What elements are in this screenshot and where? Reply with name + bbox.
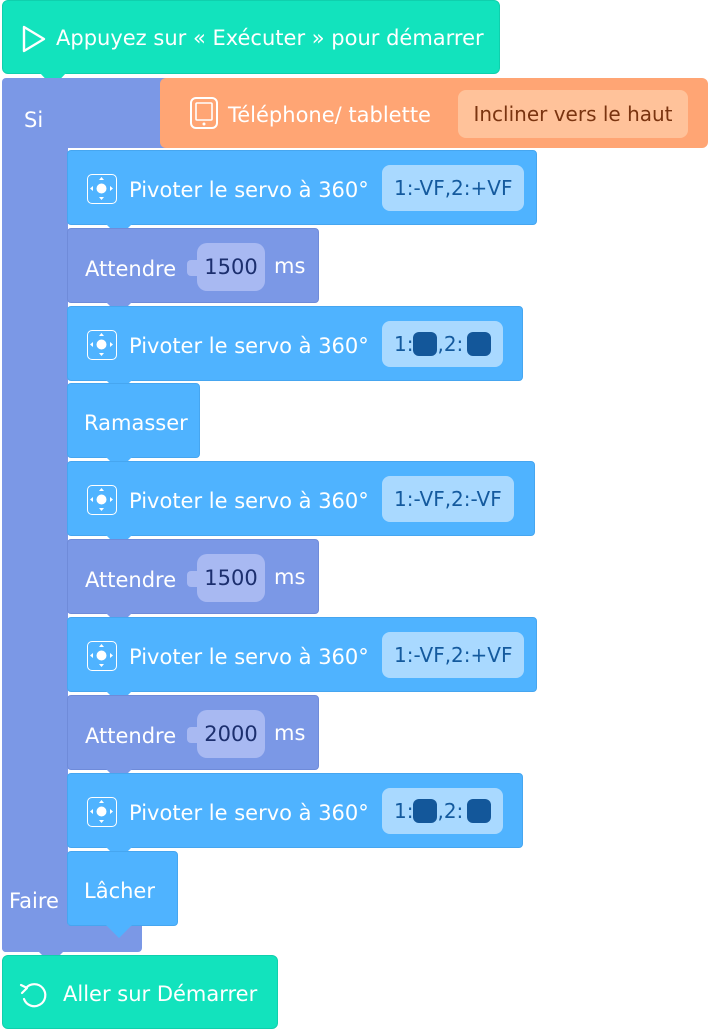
wait-block[interactable]: Attendre 2000 ms — [67, 695, 319, 770]
wait-unit: ms — [274, 721, 306, 745]
servo-block[interactable]: Pivoter le servo à 360° 1:-VF,2:+VF — [67, 150, 537, 225]
servo-2-label: ,2: — [437, 799, 464, 823]
pickup-block[interactable]: Ramasser — [67, 383, 200, 458]
release-label: Lâcher — [84, 879, 155, 903]
tablet-icon — [190, 97, 218, 129]
condition-device: Téléphone/ tablette — [228, 103, 431, 127]
wait-unit: ms — [274, 565, 306, 589]
servo-icon — [87, 485, 117, 515]
release-block[interactable]: Lâcher — [67, 851, 178, 926]
servo-1-label: 1: — [394, 332, 414, 356]
wait-value-field[interactable]: 1500 — [197, 554, 265, 602]
servo-block[interactable]: Pivoter le servo à 360° 1: ,2: — [67, 306, 523, 381]
servo-label: Pivoter le servo à 360° — [129, 645, 369, 669]
servo-2-label: ,2: — [437, 332, 464, 356]
goto-start-block[interactable]: Aller sur Démarrer — [2, 955, 278, 1029]
block-notch — [106, 925, 132, 938]
wait-label: Attendre — [85, 257, 177, 281]
play-icon — [22, 25, 46, 53]
wait-label: Attendre — [85, 724, 177, 748]
servo-1-color-swatch[interactable] — [413, 332, 438, 356]
do-label: Faire — [9, 889, 59, 913]
start-block[interactable]: Appuyez sur « Exécuter » pour démarrer — [2, 0, 500, 74]
servo-label: Pivoter le servo à 360° — [129, 178, 369, 202]
if-block[interactable] — [2, 78, 174, 148]
wait-unit: ms — [274, 254, 306, 278]
servo-1-label: 1: — [394, 799, 414, 823]
start-label: Appuyez sur « Exécuter » pour démarrer — [56, 26, 484, 50]
servo-icon — [87, 641, 117, 671]
servo-label: Pivoter le servo à 360° — [129, 489, 369, 513]
refresh-icon — [19, 983, 47, 1008]
condition-block[interactable]: Téléphone/ tablette Incliner vers le hau… — [160, 78, 708, 148]
wait-label: Attendre — [85, 568, 177, 592]
servo-value-field[interactable]: 1: ,2: — [382, 788, 504, 834]
servo-block[interactable]: Pivoter le servo à 360° 1: ,2: — [67, 773, 523, 848]
pickup-label: Ramasser — [84, 411, 188, 435]
goto-start-label: Aller sur Démarrer — [63, 982, 258, 1006]
servo-value-field[interactable]: 1:-VF,2:+VF — [382, 165, 525, 211]
servo-1-color-swatch[interactable] — [413, 799, 438, 823]
servo-icon — [87, 797, 117, 827]
if-label: Si — [24, 108, 44, 132]
wait-block[interactable]: Attendre 1500 ms — [67, 228, 319, 303]
wait-value-field[interactable]: 2000 — [197, 710, 265, 758]
servo-label: Pivoter le servo à 360° — [129, 801, 369, 825]
servo-value-field[interactable]: 1: ,2: — [382, 321, 504, 367]
if-block-spine — [2, 140, 68, 952]
servo-2-color-swatch[interactable] — [467, 799, 492, 823]
servo-2-color-swatch[interactable] — [467, 332, 492, 356]
servo-value-field[interactable]: 1:-VF,2:+VF — [382, 632, 525, 678]
servo-label: Pivoter le servo à 360° — [129, 334, 369, 358]
servo-value-field[interactable]: 1:-VF,2:-VF — [382, 476, 514, 522]
servo-icon — [87, 330, 117, 360]
wait-value-field[interactable]: 1500 — [197, 243, 265, 291]
servo-block[interactable]: Pivoter le servo à 360° 1:-VF,2:+VF — [67, 617, 537, 692]
wait-block[interactable]: Attendre 1500 ms — [67, 539, 319, 614]
condition-value-dropdown[interactable]: Incliner vers le haut — [458, 90, 688, 138]
servo-block[interactable]: Pivoter le servo à 360° 1:-VF,2:-VF — [67, 461, 535, 536]
servo-icon — [87, 174, 117, 204]
